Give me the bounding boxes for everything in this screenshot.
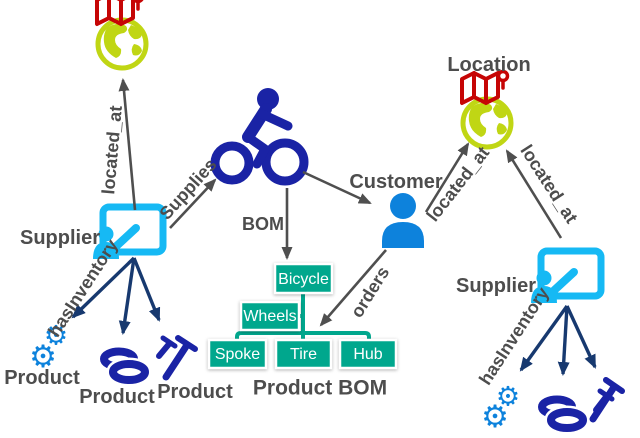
bom-node-bicycle: Bicycle [273,262,334,295]
edge-orders-arrow [319,249,387,327]
edge-supplies-arrow [169,178,217,229]
svg-text:⚙: ⚙ [481,399,509,435]
edge-supplies-label: Supplies [155,154,220,223]
bom-node-tire: Tire [274,338,333,370]
product-label-tires: Product [79,386,155,408]
product-gears-icon-left: ⚙ ⚙ [29,321,68,376]
edge-orders-label: orders [347,263,394,321]
supplier-left-label: Supplier [20,227,100,249]
product-tires-icon-right [538,395,590,435]
svg-text:⚙: ⚙ [496,382,520,413]
product-nails-icon-left [156,335,198,381]
edge-bicycle-to-customer-arrow [302,170,372,205]
location-globe-map-icon-right [462,72,511,148]
bom-node-bicycle-label: Bicycle [278,271,329,288]
product-tires-icon-left [100,347,152,387]
bom-node-wheels-label: Wheels [243,308,296,325]
supplier-right-label: Supplier [456,275,536,297]
edge-located-at-customer-arrow [424,142,470,213]
bom-node-hub-label: Hub [353,346,382,363]
edge-located-at-left-arrow [118,78,137,211]
svg-text:⚙: ⚙ [29,339,57,375]
location-globe-map-icon-left [97,0,146,68]
customer-label: Customer [349,171,443,193]
customer-person-icon [382,193,424,248]
bom-node-hub: Hub [338,338,398,370]
edge-has-inventory-right-label: hasInventory [475,284,553,389]
svg-text:⚙: ⚙ [44,321,68,352]
bom-node-wheels: Wheels [239,300,301,332]
product-bom-caption: Product BOM [253,377,387,400]
edge-has-inventory-left-label: hasInventory [44,236,122,341]
location-label: Location [447,54,530,76]
bom-node-spoke: Spoke [207,338,268,370]
bom-node-spoke-label: Spoke [215,346,260,363]
bicycle-rider-icon [210,88,309,186]
has-inventory-left-arrows [71,256,161,335]
has-inventory-right-arrows [519,305,597,376]
edge-located-at-right-arrow [505,149,563,239]
product-label-gears: Product [4,367,80,389]
product-nails-icon-right [589,377,625,423]
product-gears-icon-right: ⚙ ⚙ [481,382,520,436]
edge-located-at-left-label: located_at [98,105,126,195]
edge-bom-label: BOM [242,214,284,234]
bom-node-tire-label: Tire [290,346,317,363]
product-label-nails: Product [157,381,233,403]
